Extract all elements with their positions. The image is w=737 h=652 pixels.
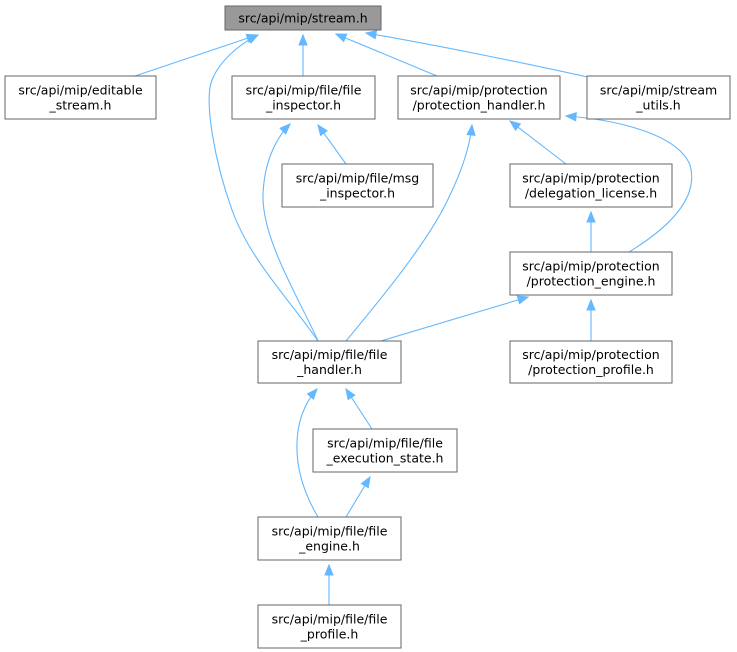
node-box (231, 75, 376, 120)
edge-file-engine-to-file-handler (296, 387, 319, 518)
arrowhead (345, 387, 356, 401)
node-label-line: src/api/mip/file/file (246, 83, 362, 98)
node-box (257, 604, 402, 649)
arrowhead (360, 475, 371, 489)
node-box (397, 75, 561, 120)
edge-delegation-license-to-protection-handler (508, 120, 567, 165)
edge-line (335, 33, 438, 77)
edge-file-profile-to-file-engine (324, 563, 334, 605)
edge-file-engine-to-file-execution-state (345, 475, 371, 518)
node-label-line: src/api/mip/file/file (272, 347, 388, 362)
node-label-line: _profile.h (300, 627, 359, 642)
edge-protection-engine-to-delegation-license (586, 210, 596, 252)
node-delegation-license[interactable]: src/api/mip/protection/delegation_licens… (509, 163, 673, 208)
node-file-execution-state[interactable]: src/api/mip/file/file_execution_state.h (312, 428, 458, 473)
node-label-line: /protection_engine.h (527, 274, 656, 289)
node-box (257, 340, 402, 384)
node-label-line: src/api/mip/stream (600, 83, 717, 98)
node-file-handler[interactable]: src/api/mip/file/file_handler.h (257, 340, 402, 384)
node-protection-handler[interactable]: src/api/mip/protection/protection_handle… (397, 75, 561, 120)
edge-protection-handler-to-stream (334, 33, 438, 77)
arrowhead (306, 387, 318, 401)
arrowhead (516, 295, 530, 305)
node-editable-stream[interactable]: src/api/mip/editable_stream.h (4, 75, 157, 120)
node-label-line: src/api/mip/protection (522, 259, 659, 274)
node-file-engine[interactable]: src/api/mip/file/file_engine.h (257, 516, 402, 561)
arrowhead (324, 563, 334, 576)
node-stream-utils[interactable]: src/api/mip/stream_utils.h (586, 75, 731, 120)
arrowhead (586, 210, 596, 223)
edge-file-handler-to-stream (208, 34, 319, 342)
edge-file-inspector-to-stream (298, 33, 308, 76)
arrowhead (246, 34, 260, 44)
edge-line (208, 34, 319, 342)
node-file-inspector[interactable]: src/api/mip/file/file_inspector.h (231, 75, 376, 120)
edge-msg-inspector-to-file-inspector (317, 123, 347, 165)
node-label-line: _inspector.h (265, 98, 341, 113)
edge-line (565, 115, 693, 253)
arrowhead (586, 298, 596, 311)
node-box (312, 428, 458, 473)
arrowhead (564, 112, 577, 122)
edge-protection-engine-to-protection-handler (564, 112, 693, 253)
node-box (509, 251, 673, 296)
node-box (281, 163, 434, 208)
edge-line (380, 296, 529, 342)
edge-file-handler-to-protection-handler (345, 123, 476, 342)
node-label-line: src/api/mip/file/file (272, 612, 388, 627)
edge-line (262, 123, 319, 342)
edge-line (134, 34, 258, 77)
node-label-line: /protection_profile.h (528, 362, 654, 377)
edge-line (345, 124, 473, 342)
node-protection-engine[interactable]: src/api/mip/protection/protection_engine… (509, 251, 673, 296)
node-msg-inspector[interactable]: src/api/mip/file/msg_inspector.h (281, 163, 434, 208)
arrowhead (364, 30, 378, 40)
node-label-line: _utils.h (635, 98, 680, 113)
node-label-line: src/api/mip/protection (410, 83, 547, 98)
edges-layer (134, 30, 693, 605)
node-box (509, 163, 673, 208)
node-label-line: _stream.h (49, 98, 112, 113)
edge-editable-stream-to-stream (134, 33, 259, 77)
node-label-line: _handler.h (296, 362, 362, 377)
node-label-line: _engine.h (298, 539, 360, 554)
node-label-line: _execution_state.h (326, 451, 444, 466)
arrowhead (317, 123, 328, 137)
node-label-line: src/api/mip/file/file (272, 524, 388, 539)
node-box (586, 75, 731, 120)
arrowhead (298, 33, 308, 46)
node-box (257, 516, 402, 561)
node-stream[interactable]: src/api/mip/stream.h (224, 5, 382, 31)
edge-protection-profile-to-protection-engine (586, 298, 596, 341)
edge-line (365, 32, 593, 79)
edge-line (509, 120, 567, 165)
node-label-line: src/api/mip/file/file (327, 436, 443, 451)
node-label-line: src/api/mip/file/msg (296, 171, 419, 186)
edge-file-handler-to-file-inspector (262, 123, 319, 342)
node-label-line: _inspector.h (319, 186, 395, 201)
node-label-line: /delegation_license.h (525, 186, 657, 201)
edge-line (296, 388, 319, 518)
node-label-line: src/api/mip/editable (18, 83, 143, 98)
arrowhead (279, 123, 291, 135)
node-box (224, 5, 382, 31)
arrowhead (508, 120, 522, 132)
node-box (4, 75, 157, 120)
edge-file-handler-to-protection-engine (380, 295, 530, 342)
arrowhead (466, 123, 476, 136)
arrowhead (334, 33, 348, 43)
edge-file-execution-state-to-file-handler (345, 387, 373, 430)
node-label-line: src/api/mip/protection (522, 347, 659, 362)
nodes-layer: src/api/mip/stream.h src/api/mip/editable… (4, 5, 731, 649)
edge-stream-utils-to-stream (364, 30, 593, 79)
node-box (509, 340, 673, 384)
node-label-line: /protection_handler.h (413, 98, 546, 113)
node-protection-profile[interactable]: src/api/mip/protection/protection_profil… (509, 340, 673, 384)
node-label-line: src/api/mip/protection (522, 171, 659, 186)
node-label-line: src/api/mip/stream.h (238, 11, 367, 26)
node-file-profile[interactable]: src/api/mip/file/file_profile.h (257, 604, 402, 649)
